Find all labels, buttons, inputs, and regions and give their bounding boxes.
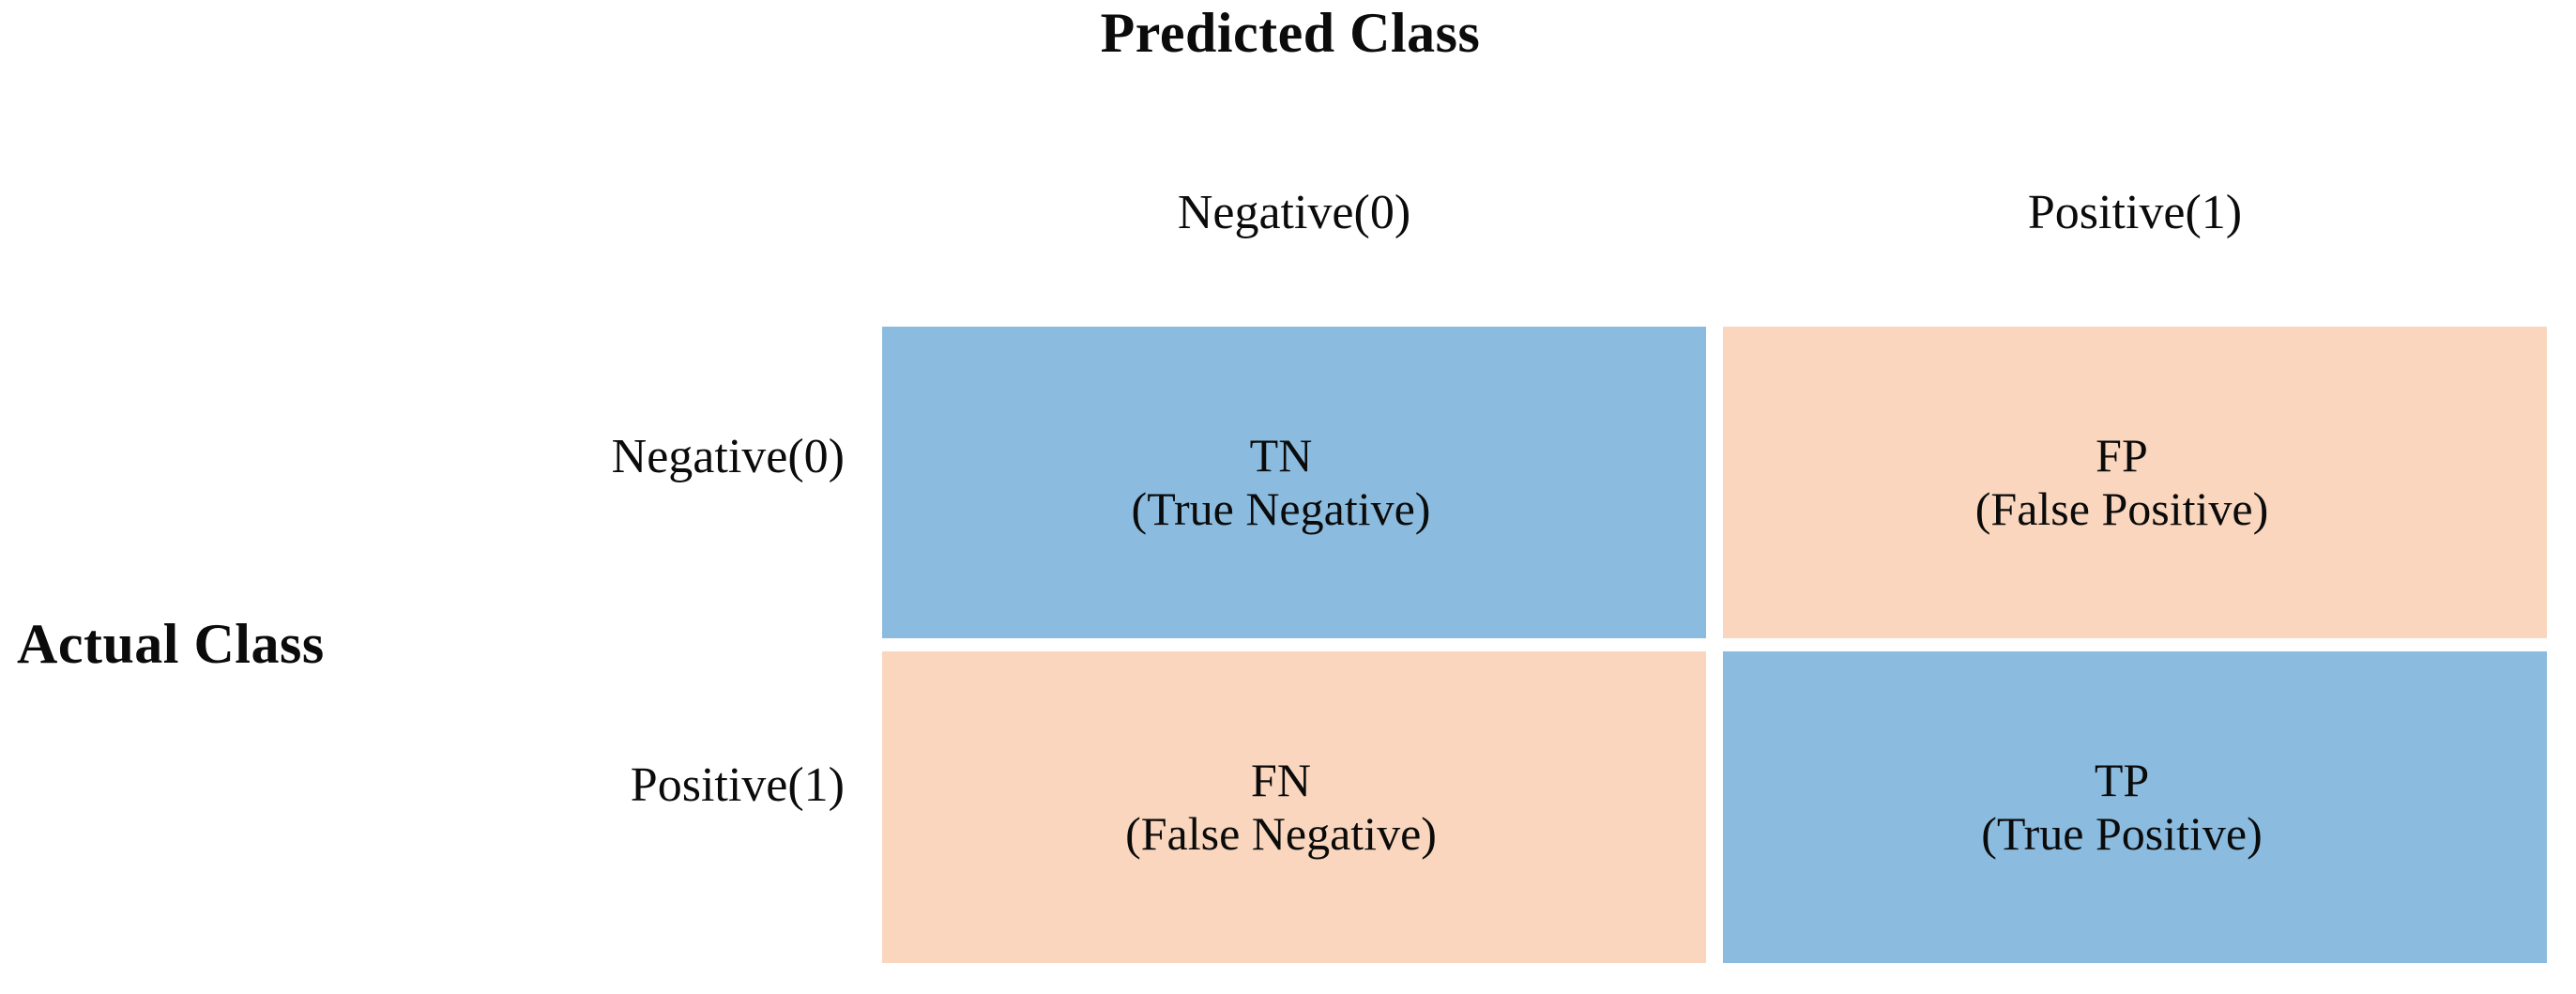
cell-abbreviation-fp: FP bbox=[2096, 429, 2148, 482]
cell-abbreviation-tn: TN bbox=[1249, 429, 1313, 482]
cell-fullname-tn: (True Negative) bbox=[1131, 482, 1431, 535]
cell-abbreviation-tp: TP bbox=[2094, 754, 2150, 806]
column-header-negative: Negative(0) bbox=[1177, 186, 1411, 239]
matrix-cell-false-positive: FP (False Positive) bbox=[1723, 327, 2547, 638]
row-header-negative: Negative(0) bbox=[611, 430, 845, 483]
cell-text-group: FP (False Positive) bbox=[1975, 429, 2268, 536]
actual-class-title: Actual Class bbox=[17, 613, 325, 675]
row-header-positive: Positive(1) bbox=[630, 758, 845, 812]
matrix-grid: TN (True Negative) FP (False Positive) F… bbox=[882, 327, 2547, 963]
cell-abbreviation-fn: FN bbox=[1251, 754, 1311, 806]
matrix-cell-true-negative: TN (True Negative) bbox=[882, 327, 1706, 638]
cell-fullname-fp: (False Positive) bbox=[1974, 482, 2269, 535]
matrix-cell-true-positive: TP (True Positive) bbox=[1723, 651, 2547, 963]
column-header-positive: Positive(1) bbox=[2027, 186, 2243, 239]
predicted-class-title: Predicted Class bbox=[1100, 2, 1481, 64]
cell-text-group: TN (True Negative) bbox=[1132, 429, 1431, 536]
cell-text-group: TP (True Positive) bbox=[1981, 754, 2263, 861]
cell-fullname-fn: (False Negative) bbox=[1125, 807, 1437, 860]
matrix-cell-false-negative: FN (False Negative) bbox=[882, 651, 1706, 963]
cell-fullname-tp: (True Positive) bbox=[1981, 807, 2263, 860]
cell-text-group: FN (False Negative) bbox=[1125, 754, 1437, 861]
